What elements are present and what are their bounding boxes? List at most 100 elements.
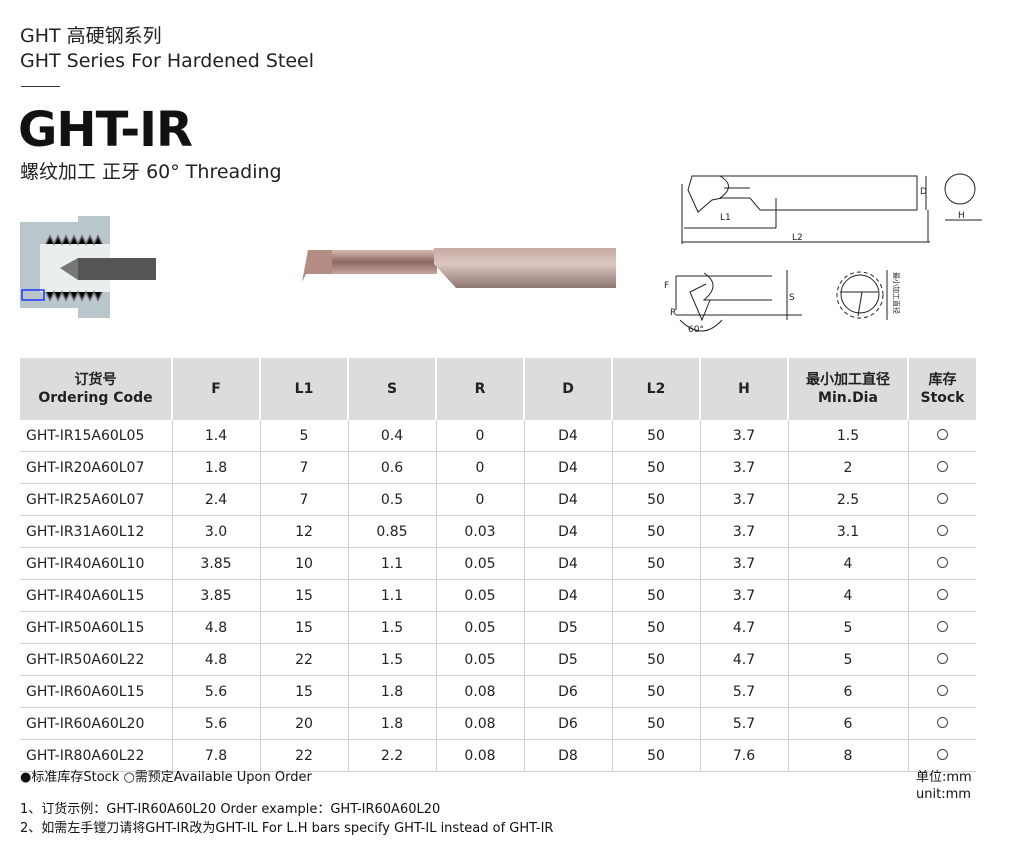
- table-cell: 5.7: [699, 675, 788, 708]
- table-cell: D4: [523, 547, 612, 580]
- stock-cell: [907, 643, 976, 676]
- column-header: S: [347, 358, 436, 420]
- table-cell: 50: [611, 739, 700, 772]
- table-cell: 4: [787, 547, 908, 580]
- table-cell: 50: [611, 483, 700, 516]
- table-cell: D5: [523, 643, 612, 676]
- column-header-text: D: [562, 381, 574, 397]
- table-cell: 1.4: [171, 420, 260, 452]
- table-cell: 10: [259, 547, 348, 580]
- table-cell: 22: [259, 739, 348, 772]
- table-cell: 50: [611, 707, 700, 740]
- label-r: R: [670, 308, 676, 318]
- table-cell: 3.7: [699, 483, 788, 516]
- series-title-en: GHT Series For Hardened Steel: [20, 50, 315, 72]
- ordering-code-cell: GHT-IR40A60L10: [20, 547, 172, 580]
- table-cell: 6: [787, 707, 908, 740]
- table-cell: 7: [259, 483, 348, 516]
- tool-photo: [302, 248, 616, 288]
- table-cell: 6: [787, 675, 908, 708]
- table-cell: 12: [259, 515, 348, 548]
- table-cell: 50: [611, 420, 700, 452]
- table-cell: 1.1: [347, 579, 436, 612]
- ordering-code-cell: GHT-IR40A60L15: [20, 579, 172, 612]
- column-header-text: L2: [646, 381, 666, 397]
- table-cell: 20: [259, 707, 348, 740]
- table-cell: 3.7: [699, 579, 788, 612]
- table-cell: 1.8: [347, 707, 436, 740]
- column-header: D: [523, 358, 612, 420]
- table-cell: 0.05: [435, 579, 524, 612]
- table-cell: 5: [787, 611, 908, 644]
- rotation-arrows-icon: [21, 289, 45, 301]
- table-cell: 50: [611, 547, 700, 580]
- table-cell: 0: [435, 483, 524, 516]
- table-cell: D4: [523, 579, 612, 612]
- table-cell: 0.6: [347, 451, 436, 484]
- table-cell: 3.7: [699, 515, 788, 548]
- table-cell: 7.6: [699, 739, 788, 772]
- model-subtitle: 螺纹加工 正牙 60° Threading: [20, 161, 282, 183]
- technical-drawing: L1 L2 D H F S R 60° 最小加工直径: [664, 173, 982, 335]
- table-cell: 4.8: [171, 611, 260, 644]
- threading-section-image: [20, 216, 156, 318]
- divider: [21, 86, 60, 87]
- table-cell: 50: [611, 611, 700, 644]
- table-cell: 1.8: [347, 675, 436, 708]
- ordering-code-cell: GHT-IR80A60L22: [20, 739, 172, 772]
- stock-cell: [907, 420, 976, 452]
- table-cell: 3.7: [699, 420, 788, 452]
- column-header-text: R: [474, 381, 486, 397]
- table-cell: 0.08: [435, 675, 524, 708]
- table-cell: 3.85: [171, 547, 260, 580]
- unit-en: unit:mm: [916, 787, 971, 802]
- available-upon-order-icon: [936, 652, 948, 664]
- available-upon-order-icon: [936, 620, 948, 632]
- table-cell: D4: [523, 515, 612, 548]
- table-cell: D4: [523, 420, 612, 452]
- table-cell: 0.85: [347, 515, 436, 548]
- label-l1: L1: [720, 213, 731, 223]
- table-cell: 5.7: [699, 707, 788, 740]
- table-cell: 0.4: [347, 420, 436, 452]
- series-title-cn: GHT 高硬钢系列: [20, 25, 162, 47]
- table-cell: 50: [611, 643, 700, 676]
- table-cell: D6: [523, 675, 612, 708]
- table-cell: 0.5: [347, 483, 436, 516]
- table-cell: D4: [523, 451, 612, 484]
- table-cell: 22: [259, 643, 348, 676]
- table-cell: D8: [523, 739, 612, 772]
- available-upon-order-icon: [936, 588, 948, 600]
- stock-cell: [907, 483, 976, 516]
- column-header-text: H: [738, 381, 750, 397]
- available-upon-order-icon: [936, 716, 948, 728]
- table-cell: 0.05: [435, 547, 524, 580]
- ordering-code-cell: GHT-IR60A60L20: [20, 707, 172, 740]
- table-cell: 7: [259, 451, 348, 484]
- stock-cell: [907, 675, 976, 708]
- label-s: S: [789, 293, 795, 303]
- table-cell: 5.6: [171, 707, 260, 740]
- table-cell: 0.05: [435, 611, 524, 644]
- available-upon-order-icon: [936, 524, 948, 536]
- table-cell: 0: [435, 420, 524, 452]
- ordering-code-cell: GHT-IR15A60L05: [20, 420, 172, 452]
- table-cell: 7.8: [171, 739, 260, 772]
- table-cell: 1.1: [347, 547, 436, 580]
- available-upon-order-icon: [936, 748, 948, 760]
- column-header-text: 订货号: [74, 372, 117, 388]
- column-header-text: F: [211, 381, 221, 397]
- available-upon-order-icon: [936, 492, 948, 504]
- column-header-text: 库存: [928, 372, 957, 388]
- label-min-dia: 最小加工直径: [892, 272, 901, 314]
